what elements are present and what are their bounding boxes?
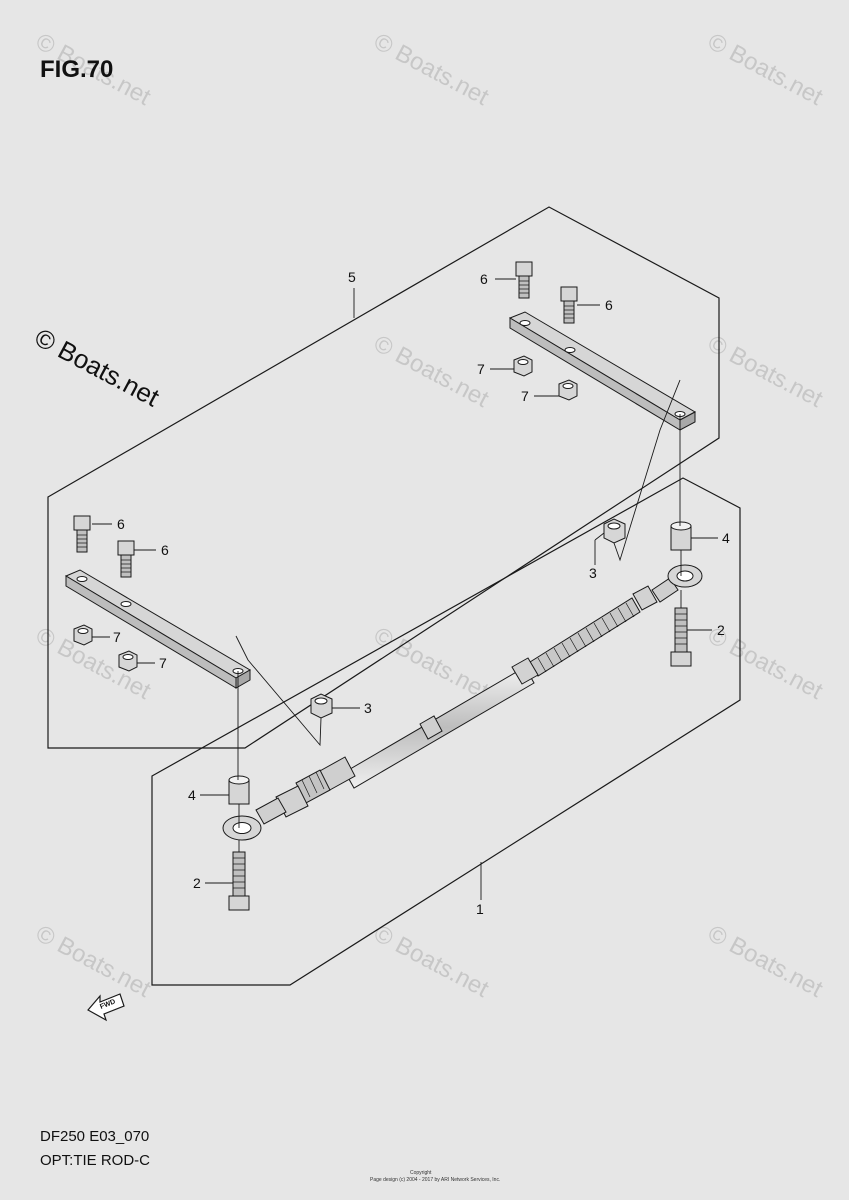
leader-lines [92, 278, 718, 900]
callout-part-2: 2 [717, 622, 725, 638]
callout-part-7: 7 [159, 655, 167, 671]
bolt-6 [560, 286, 578, 324]
fwd-arrow-icon: FWD [87, 993, 125, 1022]
collar-4 [228, 775, 250, 805]
group-box-upper [47, 206, 720, 749]
bolt-2 [670, 607, 692, 667]
callout-part-7: 7 [477, 361, 485, 377]
callout-part-6: 6 [161, 542, 169, 558]
bracket-upper-right [508, 311, 697, 431]
bolt-6 [515, 261, 533, 299]
figure-title: FIG.70 [40, 56, 114, 83]
bolt-6 [73, 515, 91, 553]
callout-part-2: 2 [193, 875, 201, 891]
nut-7 [118, 650, 138, 672]
nut-7 [73, 624, 93, 646]
callout-part-3: 3 [364, 700, 372, 716]
bolt-6 [117, 540, 135, 578]
callout-part-4: 4 [722, 530, 730, 546]
nut-3 [310, 693, 333, 719]
callout-part-4: 4 [188, 787, 196, 803]
group-box-lower [151, 477, 741, 986]
assembly-lines [235, 379, 682, 852]
bracket-upper-left [64, 569, 251, 689]
callout-part-7: 7 [113, 629, 121, 645]
nut-3 [603, 518, 626, 544]
nut-7 [513, 355, 533, 377]
callout-part-5: 5 [348, 269, 356, 285]
nut-7 [558, 379, 578, 401]
callout-part-6: 6 [117, 516, 125, 532]
collar-4 [670, 521, 692, 551]
callout-part-1: 1 [476, 901, 484, 917]
section-name: OPT:TIE ROD-C [40, 1152, 151, 1169]
model-code: DF250 E03_070 [40, 1128, 150, 1145]
callout-part-7: 7 [521, 388, 529, 404]
tie-rod-assembly [222, 564, 703, 841]
copyright-label: Copyright [410, 1170, 432, 1176]
callout-part-6: 6 [480, 271, 488, 287]
callout-part-3: 3 [589, 565, 597, 581]
bolt-2 [228, 851, 250, 911]
callout-part-6: 6 [605, 297, 613, 313]
copyright-text: Page design (c) 2004 - 2017 by ARI Netwo… [370, 1177, 501, 1183]
